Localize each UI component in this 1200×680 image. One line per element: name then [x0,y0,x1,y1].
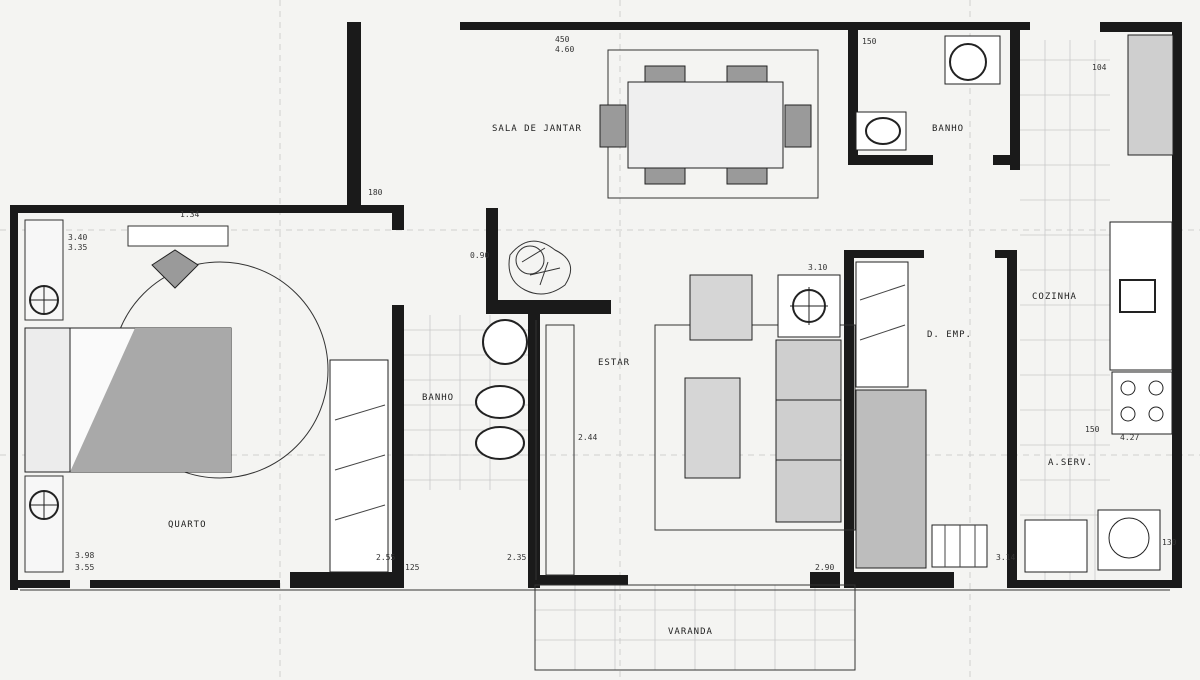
washing-tank [1024,519,1088,573]
dimension-label: 2.35 [507,553,526,562]
dimension-label: 130 [1162,538,1177,547]
chair [599,104,627,148]
armchair [689,274,753,341]
dimension-label: 150 [862,37,877,46]
dimension-label: 3.55 [75,563,94,572]
dimension-label: 104 [1092,63,1107,72]
dimension-label: 2.55 [376,553,395,562]
room-label-area-servico: A.SERV. [1048,458,1093,468]
chair [151,249,199,289]
dimension-label: 450 [555,35,570,44]
dimension-label: 3.40 [68,233,87,242]
banho-top-fixtures [855,35,1001,151]
washing-machine [1097,509,1161,571]
stove [1111,371,1173,435]
dimension-label: 2.44 [578,433,597,442]
counter-hatched [1127,34,1174,156]
chair [726,65,768,83]
dimension-label: 3.35 [68,243,87,252]
room-label-dependencia: D. EMP. [927,330,972,340]
dimension-label: 4.60 [555,45,574,54]
dimension-label: 3.14 [996,553,1015,562]
walls [10,22,1182,590]
sink-icon [1119,279,1156,313]
cabinet [545,324,575,576]
chair [784,104,812,148]
coffee-table [684,377,741,479]
dimension-labels: 450 4.60 150 104 3.40 3.35 1.34 180 0.90… [68,35,1177,572]
dimension-label: 4.27 [1120,433,1139,442]
dimension-label: 1.34 [180,210,199,219]
tile-grid-varanda [535,585,855,670]
dimension-label: 3.98 [75,551,94,560]
chair [644,167,686,185]
dimension-label: 3.10 [808,263,827,272]
sink-icon [482,319,528,365]
room-label-banho-mid: BANHO [422,393,454,403]
dimension-label: 0.90 [470,251,489,260]
chair [644,65,686,83]
tile-grid-cozinha [1020,40,1110,580]
dimension-label: 180 [368,188,383,197]
dimension-label: 2.90 [815,563,834,572]
bathtub [944,35,1001,85]
chair [726,167,768,185]
room-label-sala-jantar: SALA DE JANTAR [492,124,582,134]
quarto-furniture [24,219,389,573]
thin-lines [20,320,1170,671]
wardrobe [855,261,909,388]
sofa [775,339,842,523]
dimension-label: 150 [1085,425,1100,434]
single-bed [855,389,927,569]
dining-furniture [599,49,819,199]
dimension-label: 125 [405,563,420,572]
room-label-cozinha: COZINHA [1032,292,1077,302]
bed-cover-hatch [70,328,231,472]
desk [127,225,229,247]
room-label-banho-top: BANHO [932,124,964,134]
estar-furniture [684,274,842,523]
room-label-quarto: QUARTO [168,520,207,530]
room-label-varanda: VARANDA [668,627,713,637]
demp-furniture [855,261,988,569]
wardrobe [329,359,389,573]
room-labels: SALA DE JANTAR BANHO QUARTO BANHO ESTAR … [168,124,1093,637]
room-label-estar: ESTAR [598,358,630,368]
plant-icon [508,240,572,295]
bidet [475,426,525,460]
toilet [475,385,525,419]
kitchen-fixtures [1024,34,1174,573]
dining-table [627,81,784,169]
banho-mid-fixtures [475,319,575,576]
